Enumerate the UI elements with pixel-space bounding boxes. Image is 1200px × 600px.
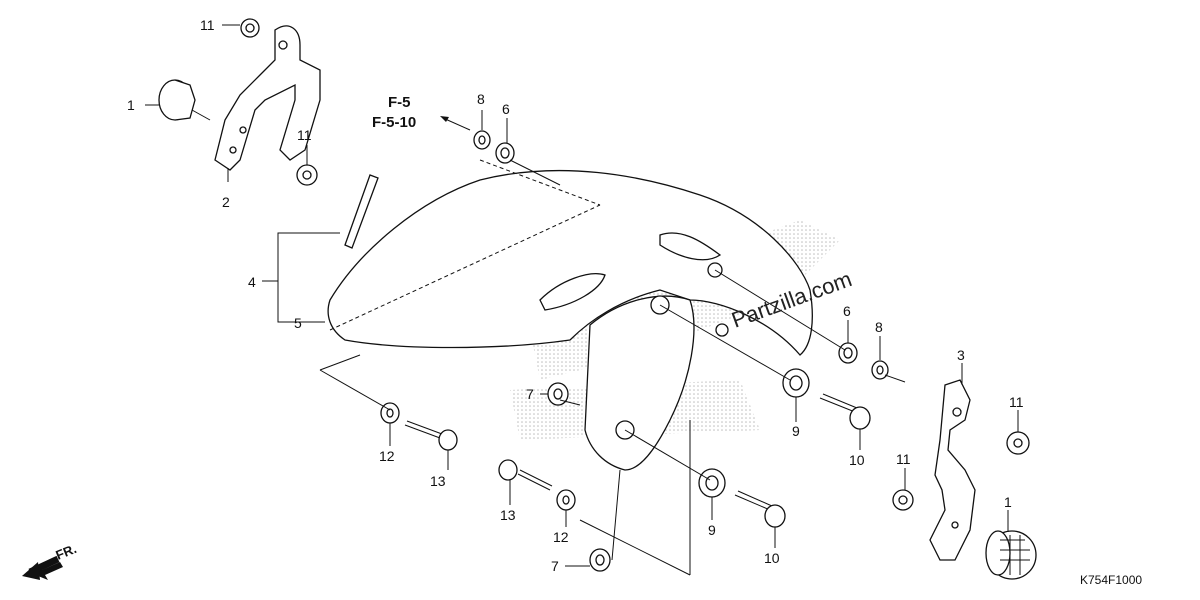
callout-13a: 13 [430, 473, 446, 489]
fender-film [344, 174, 379, 249]
washer-8-right [871, 360, 889, 380]
callout-bracket-4-5 [262, 232, 340, 323]
callout-11b: 11 [297, 127, 312, 143]
callout-12b: 12 [553, 529, 569, 545]
grommet-9-a [782, 368, 810, 398]
leader-lines [145, 24, 1019, 567]
callout-9b: 9 [708, 522, 716, 538]
grommet-6-top [495, 142, 515, 164]
callout-11d: 11 [896, 451, 911, 467]
callout-7b: 7 [551, 558, 559, 574]
grommet-9-b [698, 468, 726, 498]
front-label: FR. [54, 541, 79, 563]
grommet-6-right [838, 342, 858, 364]
bolt-13-b [498, 459, 553, 491]
nut-11-d [892, 489, 914, 511]
callout-7a: 7 [526, 386, 534, 402]
callout-9a: 9 [792, 423, 800, 439]
bolt-10-a [819, 393, 871, 430]
callout-1b: 1 [1004, 494, 1012, 510]
callout-11c: 11 [1009, 394, 1024, 410]
callout-4: 4 [248, 274, 256, 290]
callout-11a: 11 [200, 17, 215, 33]
reference-f5-10[interactable]: F-5-10 [372, 114, 416, 131]
bolt-13-a [404, 420, 458, 451]
callout-10b: 10 [764, 550, 780, 566]
callout-3: 3 [957, 347, 965, 363]
nut-11-a [240, 18, 260, 38]
assembly-lines [319, 159, 906, 576]
callout-12a: 12 [379, 448, 395, 464]
callout-6b: 6 [843, 303, 851, 319]
callout-10a: 10 [849, 452, 865, 468]
nut-11-b [296, 164, 318, 186]
washer-8-top [473, 130, 491, 150]
bolt-10-b [734, 490, 786, 528]
reference-f5[interactable]: F-5 [388, 94, 411, 111]
bracket-left [214, 25, 321, 171]
reference-arrow [440, 116, 471, 131]
reflector-left [158, 79, 211, 121]
collar-7-b [589, 548, 611, 572]
callout-8a: 8 [477, 91, 485, 107]
callout-8b: 8 [875, 319, 883, 335]
bracket-right [929, 379, 976, 561]
washer-12-b [556, 489, 576, 511]
callout-13b: 13 [500, 507, 516, 523]
nut-11-c [1006, 431, 1030, 455]
callout-1a: 1 [127, 97, 135, 113]
callout-5: 5 [294, 315, 302, 331]
drawing-code: K754F1000 [1080, 573, 1142, 587]
reflector-right [985, 530, 1037, 580]
front-direction-arrow [22, 555, 63, 580]
callout-2: 2 [222, 194, 230, 210]
callout-6a: 6 [502, 101, 510, 117]
front-fender [327, 169, 813, 471]
